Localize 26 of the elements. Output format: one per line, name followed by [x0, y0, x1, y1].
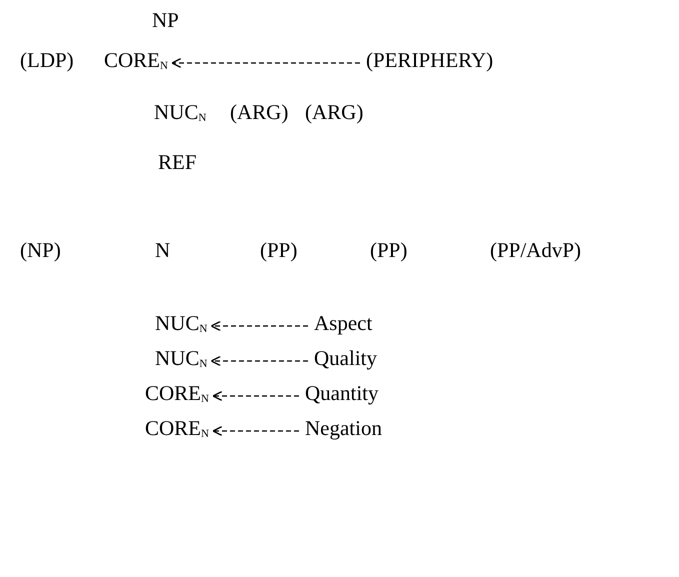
node-label: Aspect — [314, 311, 372, 335]
node-label: Quality — [314, 346, 377, 370]
node-label: (NP) — [20, 238, 61, 262]
dashed-arrow — [210, 320, 308, 332]
node-label: Negation — [305, 416, 382, 440]
node-label: (ARG) — [230, 100, 288, 124]
node-label: (PP) — [370, 238, 408, 262]
node-label: CORE$_{N}$ — [104, 48, 168, 76]
dashed-arrow — [212, 426, 299, 436]
node-label: REF — [158, 150, 197, 174]
node-label: Quantity — [305, 381, 378, 405]
node-label: (LDP) — [20, 48, 74, 72]
dashed-arrow — [210, 356, 308, 366]
node-label: N — [155, 238, 170, 262]
dashed-arrow — [212, 390, 299, 402]
node-label: (PP/AdvP) — [490, 238, 582, 262]
node-label: NP — [152, 8, 179, 32]
node-label: CORE$_{N}$ — [145, 381, 209, 409]
node-label: NUC$_{N}$ — [154, 100, 206, 128]
node-label: NUC$_{N}$ — [155, 346, 208, 374]
node-label: NUC$_{N}$ — [155, 311, 208, 339]
node-label: CORE$_{N}$ — [145, 416, 209, 444]
dashed-arrow — [171, 58, 360, 68]
node-label: (ARG) — [305, 100, 364, 124]
node-label: (PERIPHERY) — [366, 48, 494, 72]
node-label: (PP) — [260, 238, 298, 262]
